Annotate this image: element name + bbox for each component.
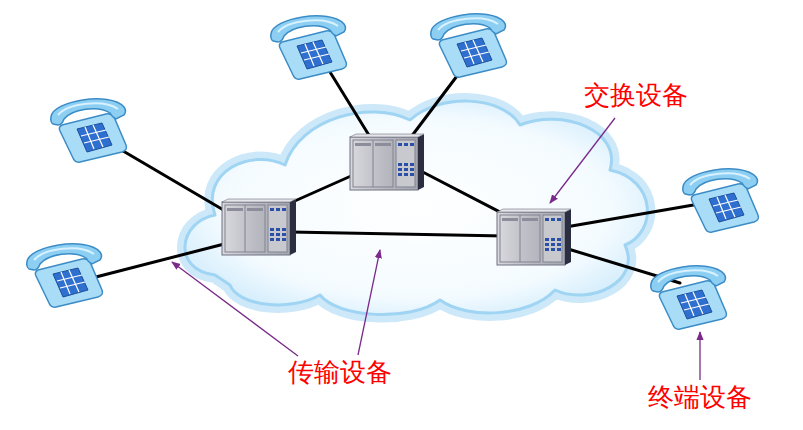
telephone-terminal bbox=[51, 99, 127, 162]
network-cloud bbox=[185, 101, 647, 314]
transmission-lines bbox=[92, 72, 705, 283]
switch-equipment bbox=[222, 199, 296, 255]
callout-label: 终端设备 bbox=[645, 383, 755, 413]
switch-equipment bbox=[497, 209, 571, 265]
callout-label: 交换设备 bbox=[581, 81, 691, 111]
telephone-terminal bbox=[271, 16, 347, 79]
telephone-terminal bbox=[683, 169, 759, 232]
telephone-terminal bbox=[27, 244, 103, 307]
switch-equipment bbox=[350, 134, 424, 190]
leader-lines bbox=[172, 118, 700, 380]
telephone-terminal bbox=[431, 14, 507, 77]
telephone-terminal bbox=[651, 266, 727, 329]
callout-label: 传输设备 bbox=[285, 358, 395, 388]
